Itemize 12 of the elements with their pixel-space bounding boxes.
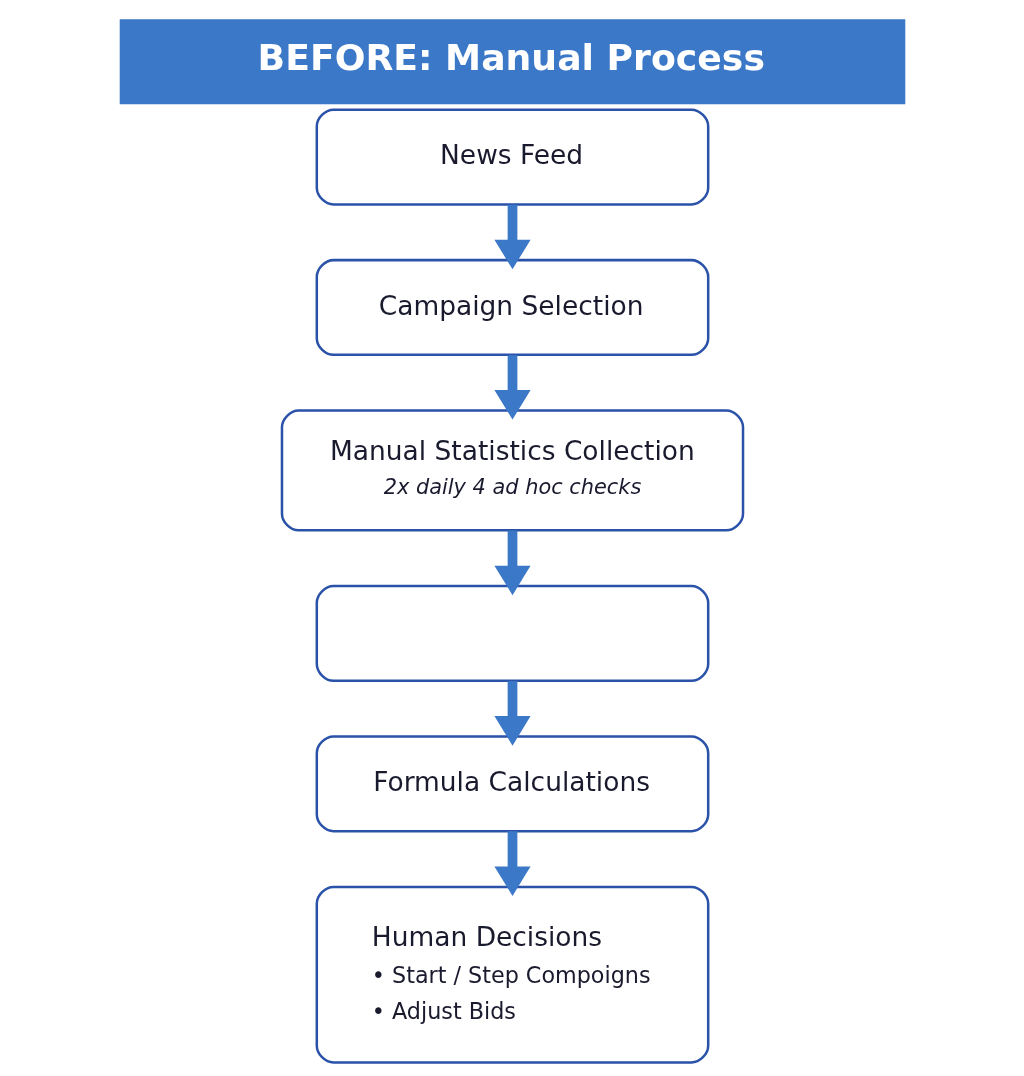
- arrow: [493, 530, 531, 596]
- diagram-title: BEFORE: Manual Process: [257, 35, 765, 79]
- node-box: Human Decisions • Start / Step Compoigns • Adjust Bids: [315, 885, 709, 1064]
- node-box: Formula Calculations: [315, 735, 709, 833]
- node-box: Manual Statistics Collection 2x daily 4 ad hoc checks: [280, 409, 744, 532]
- arrow: [493, 204, 531, 270]
- arrow: [493, 355, 531, 420]
- arrow: [493, 681, 531, 746]
- node-box: News Feed: [315, 108, 709, 206]
- arrow: [493, 831, 531, 896]
- node-box: [315, 584, 709, 683]
- node-box: Campaign Selection: [315, 258, 709, 357]
